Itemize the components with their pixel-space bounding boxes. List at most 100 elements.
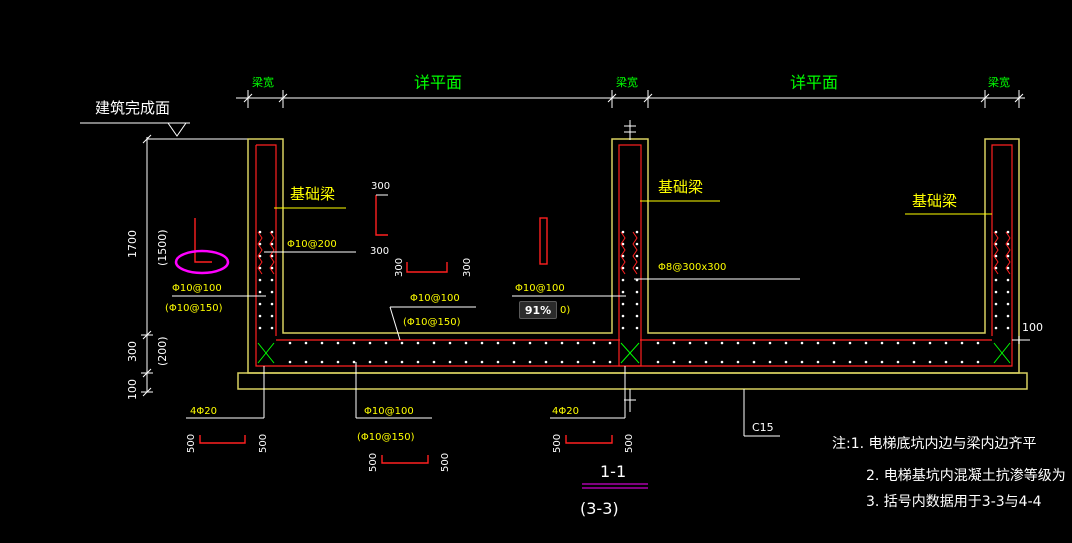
rebar-dot — [1006, 326, 1010, 330]
dim-1500-paren: (1500) — [156, 229, 169, 266]
rebar-dot — [896, 341, 900, 345]
rebar-dot — [258, 242, 262, 246]
rebar-dot — [384, 360, 388, 364]
rebar-bottom-paren: (Φ10@150) — [357, 432, 415, 443]
hook-dim-500-c: 500 — [368, 453, 379, 472]
rebar-dot — [608, 341, 612, 345]
left-dimension-lines — [141, 134, 153, 397]
rebar-dot — [672, 360, 676, 364]
rebar-dot — [635, 242, 639, 246]
rebar-dot — [912, 360, 916, 364]
rebar-dot — [635, 326, 639, 330]
hook-bar-shapes — [194, 195, 613, 464]
rebar-dot — [336, 360, 340, 364]
rebar-dot — [432, 360, 436, 364]
hook-dim-500-d: 500 — [440, 453, 451, 472]
rebar-dot — [688, 360, 692, 364]
section-title-underline — [582, 483, 648, 489]
rebar-dot — [576, 360, 580, 364]
rebar-dot — [416, 341, 420, 345]
see-plan-label-right: 详平面 — [790, 73, 838, 92]
rebar-dot — [368, 360, 372, 364]
markup-circle[interactable] — [174, 249, 230, 275]
middle-wall-centerline — [624, 120, 636, 412]
rebar-dot — [736, 341, 740, 345]
rebar-dot — [304, 360, 308, 364]
rebar-dot — [621, 266, 625, 270]
rebar-dot — [416, 360, 420, 364]
rebar-4phi20-mid: 4Φ20 — [552, 406, 579, 417]
rebar-dot — [464, 341, 468, 345]
rebar-dot — [480, 360, 484, 364]
zoom-level-badge: 91% — [519, 301, 557, 319]
dim-100: 100 — [126, 379, 139, 400]
rebar-dot — [560, 360, 564, 364]
rebar-dot — [592, 341, 596, 345]
rebar-left-main: Φ10@100 — [172, 283, 222, 294]
rebar-dot — [928, 341, 932, 345]
rebar-dot — [656, 341, 660, 345]
hook-dim-500-b: 500 — [258, 434, 269, 453]
rebar-dot — [258, 230, 262, 234]
rebar-slab-top-paren: (Φ10@150) — [403, 317, 461, 328]
rebar-dot — [704, 341, 708, 345]
rebar-dot — [258, 278, 262, 282]
rebar-dot — [1006, 266, 1010, 270]
rebar-dot — [621, 314, 625, 318]
rebar-dot — [258, 302, 262, 306]
rebar-slab-leader-down — [389, 306, 401, 341]
section-subtitle: (3-3) — [580, 499, 619, 518]
rebar-dot — [635, 314, 639, 318]
rebar-dot — [994, 290, 998, 294]
rebar-slab-top: Φ10@100 — [410, 293, 460, 304]
rebar-dot — [784, 360, 788, 364]
rebar-dot — [621, 290, 625, 294]
rebar-dot — [270, 314, 274, 318]
rebar-dot — [512, 360, 516, 364]
rebar-dot — [994, 266, 998, 270]
rebar-dot — [258, 254, 262, 258]
dim-300: 300 — [126, 341, 139, 362]
rebar-dot — [496, 360, 500, 364]
rebar-dot — [880, 341, 884, 345]
rebar-dot — [384, 341, 388, 345]
rebar-dot — [270, 266, 274, 270]
rebar-dot — [400, 360, 404, 364]
rebar-dot — [464, 360, 468, 364]
rebar-dot — [994, 326, 998, 330]
rebar-dot — [621, 278, 625, 282]
rebar-dot — [288, 360, 292, 364]
rebar-dot — [816, 341, 820, 345]
rebar-dot — [848, 341, 852, 345]
rebar-dot — [621, 326, 625, 330]
dim-1700: 1700 — [126, 230, 139, 258]
foundation-beam-label-right: 基础梁 — [912, 192, 957, 210]
rebar-dot — [258, 290, 262, 294]
rebar-dot — [672, 341, 676, 345]
rebar-dot — [704, 360, 708, 364]
hook-dim-500-e: 500 — [552, 434, 563, 453]
rebar-dot — [960, 341, 964, 345]
beam-width-label-right: 梁宽 — [988, 75, 1010, 89]
rebar-dot — [880, 360, 884, 364]
note-line-1: 注:1. 电梯底坑内边与梁内边齐平 — [832, 436, 1037, 452]
rebar-dot — [752, 341, 756, 345]
rebar-dot — [635, 230, 639, 234]
rebar-dot — [635, 302, 639, 306]
rebar-dot — [304, 341, 308, 345]
note-line-3: 3. 括号内数据用于3-3与4-4 — [866, 494, 1042, 510]
pit-concrete-outline — [237, 138, 1028, 390]
rebar-dot — [621, 230, 625, 234]
rebar-left-paren: (Φ10@150) — [165, 303, 223, 314]
rebar-dot — [258, 326, 262, 330]
rebar-bottom-label: Φ10@100 — [364, 406, 414, 417]
rebar-dot — [621, 302, 625, 306]
stirrup-marks — [257, 342, 1011, 364]
rebar-dot — [528, 360, 532, 364]
rebar-dots — [258, 230, 1010, 364]
rebar-dot — [736, 360, 740, 364]
rebar-dot — [720, 341, 724, 345]
rebar-dot — [635, 254, 639, 258]
rebar-dot — [270, 242, 274, 246]
